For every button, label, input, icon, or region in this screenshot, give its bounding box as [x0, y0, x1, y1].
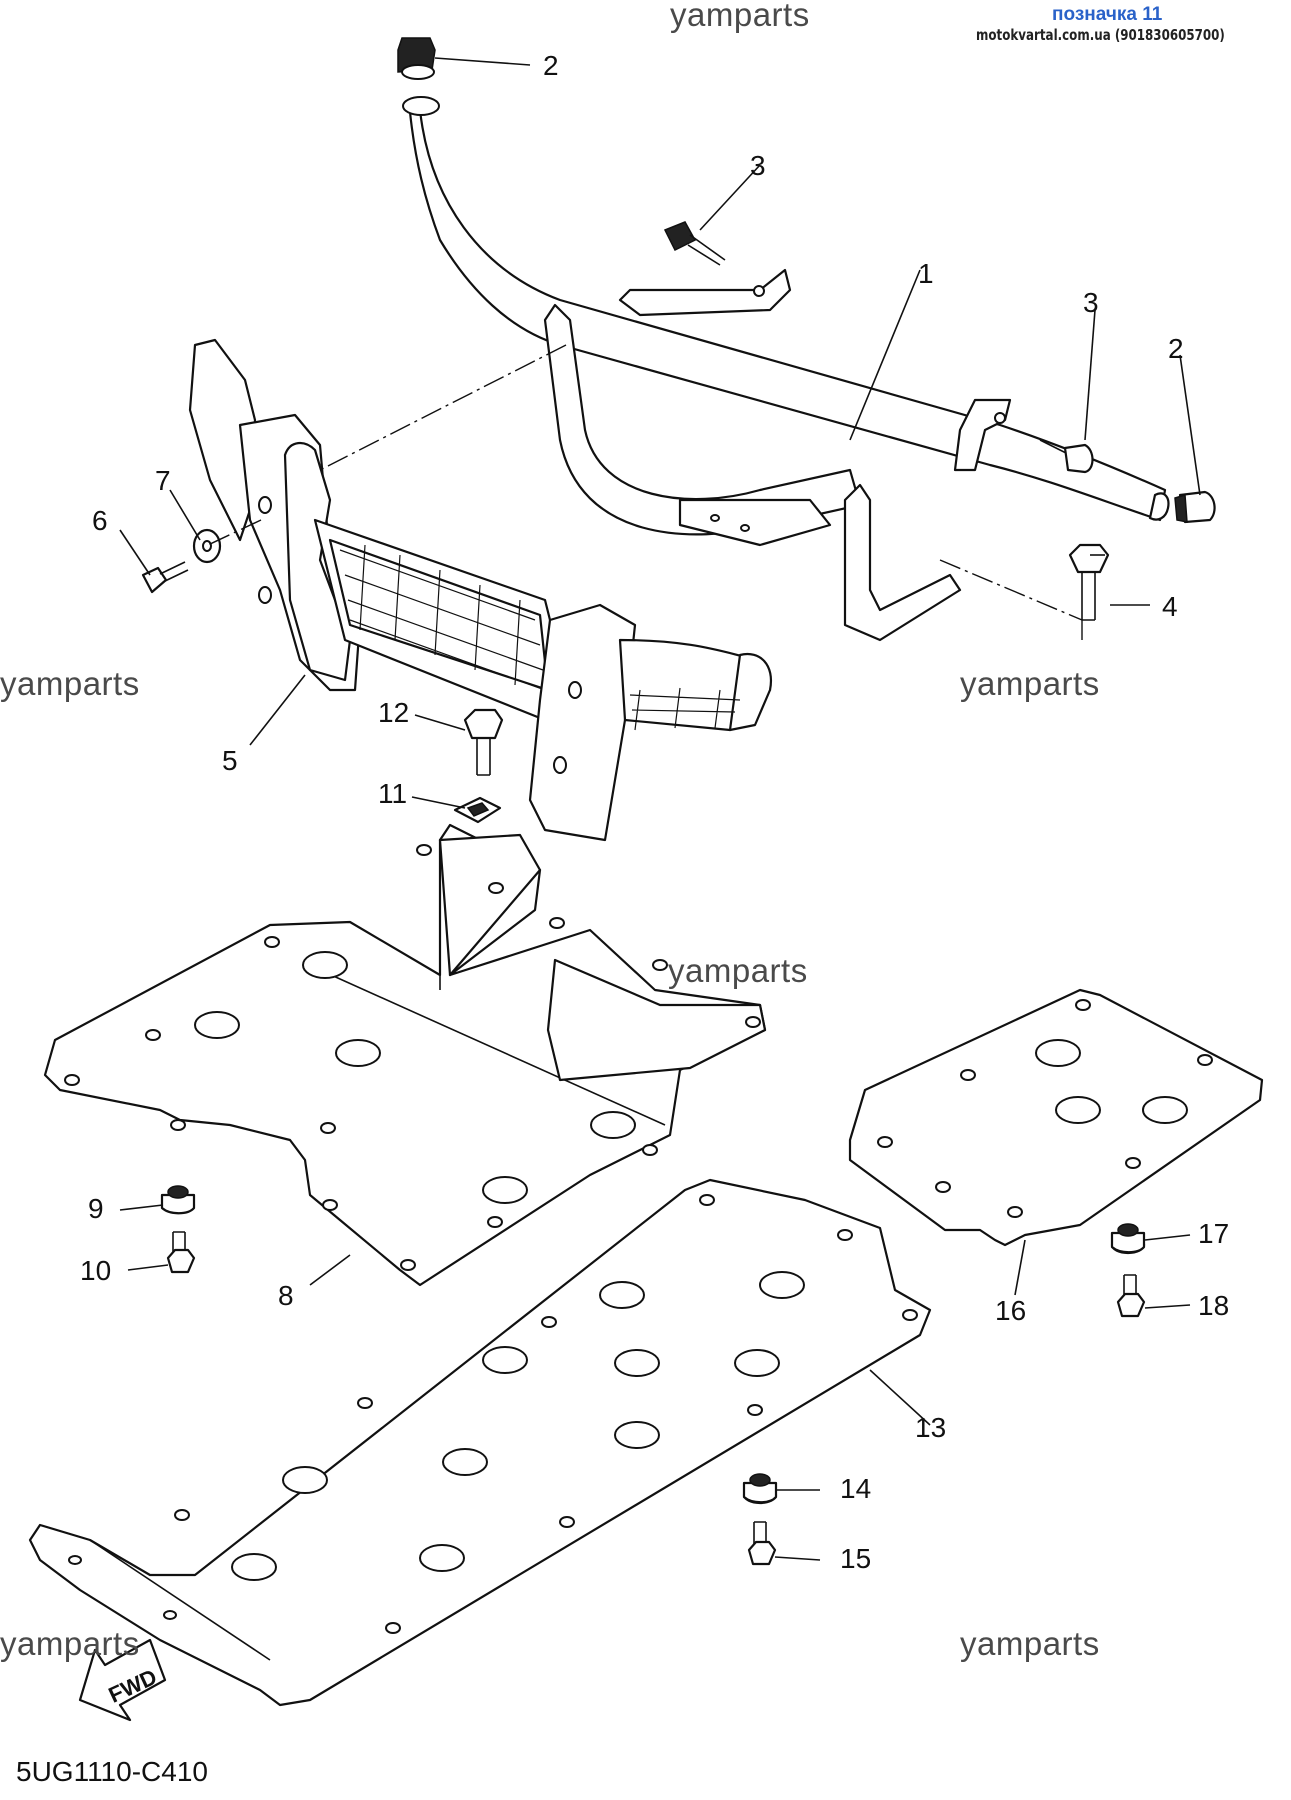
skid-plate-front [43, 823, 767, 1287]
watermark: yamparts [960, 665, 1100, 702]
callout-10: 10 [80, 1255, 111, 1286]
nut-11 [453, 796, 502, 824]
bolt-10 [166, 1231, 196, 1274]
diagram-code: 5UG1110-C410 [16, 1756, 208, 1787]
bolt-3-right [1039, 439, 1094, 474]
grommet-9 [160, 1185, 196, 1215]
grommet-17 [1110, 1223, 1146, 1255]
grill-guard [188, 338, 773, 842]
grommet-14 [742, 1473, 778, 1505]
washer-7 [192, 528, 222, 564]
bolt-18 [1116, 1274, 1146, 1318]
callout-7: 7 [155, 465, 171, 496]
screw-6 [141, 561, 189, 594]
header-title: позначка 11 [1052, 4, 1163, 25]
bolt-12 [463, 708, 504, 776]
callout-8: 8 [278, 1280, 294, 1311]
callout-18: 18 [1198, 1290, 1229, 1321]
callout-12: 12 [378, 697, 409, 728]
end-cap-right [1174, 490, 1216, 524]
watermark: yamparts [0, 665, 140, 702]
bolt-4 [1068, 543, 1110, 621]
callout-13: 13 [915, 1412, 946, 1443]
watermark: yamparts [670, 0, 810, 33]
callout-17: 17 [1198, 1218, 1229, 1249]
side-plate [848, 988, 1264, 1247]
callout-1: 1 [918, 258, 934, 289]
callout-14: 14 [840, 1473, 871, 1504]
watermark: yamparts [668, 952, 808, 989]
callout-2-right: 2 [1168, 333, 1184, 364]
watermark: yamparts [960, 1625, 1100, 1662]
callout-9: 9 [88, 1193, 104, 1224]
end-cap-top [397, 37, 436, 80]
callout-16: 16 [995, 1295, 1026, 1326]
callout-3-right: 3 [1083, 287, 1099, 318]
callout-4: 4 [1162, 591, 1178, 622]
bumper-frame [402, 96, 1170, 642]
callout-3-left: 3 [750, 150, 766, 181]
callout-11: 11 [378, 778, 407, 809]
callout-2-top: 2 [543, 50, 559, 81]
watermark: yamparts [0, 1625, 140, 1662]
callout-6: 6 [92, 505, 108, 536]
callout-5: 5 [222, 745, 238, 776]
callout-15: 15 [840, 1543, 871, 1574]
skid-plate-rear [28, 1178, 932, 1707]
bolt-3-left [663, 221, 726, 266]
header-subtitle: motokvartal.com.ua (901830605700) [976, 26, 1225, 44]
bolt-15 [747, 1521, 777, 1566]
leader-lines [119, 57, 1201, 1561]
